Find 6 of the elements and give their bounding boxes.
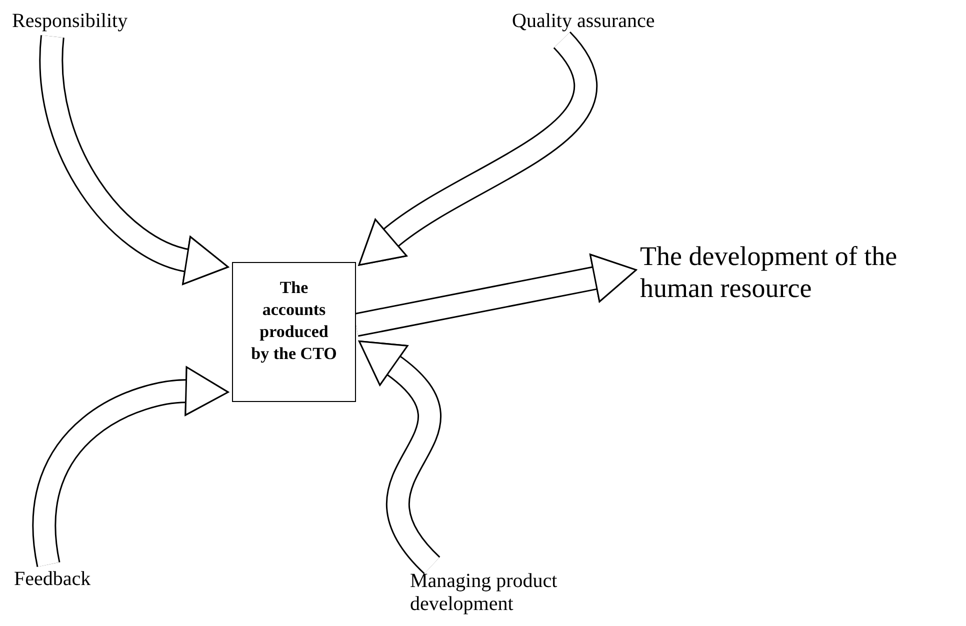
process-box: The accounts produced by the CTO bbox=[232, 262, 356, 402]
node-label: Quality assurance bbox=[512, 10, 655, 33]
node-label: Responsibility bbox=[12, 10, 128, 33]
node-label: Managing product development bbox=[410, 570, 630, 616]
node-label: Feedback bbox=[14, 568, 91, 591]
node-label: The development of the human resource bbox=[640, 240, 960, 305]
